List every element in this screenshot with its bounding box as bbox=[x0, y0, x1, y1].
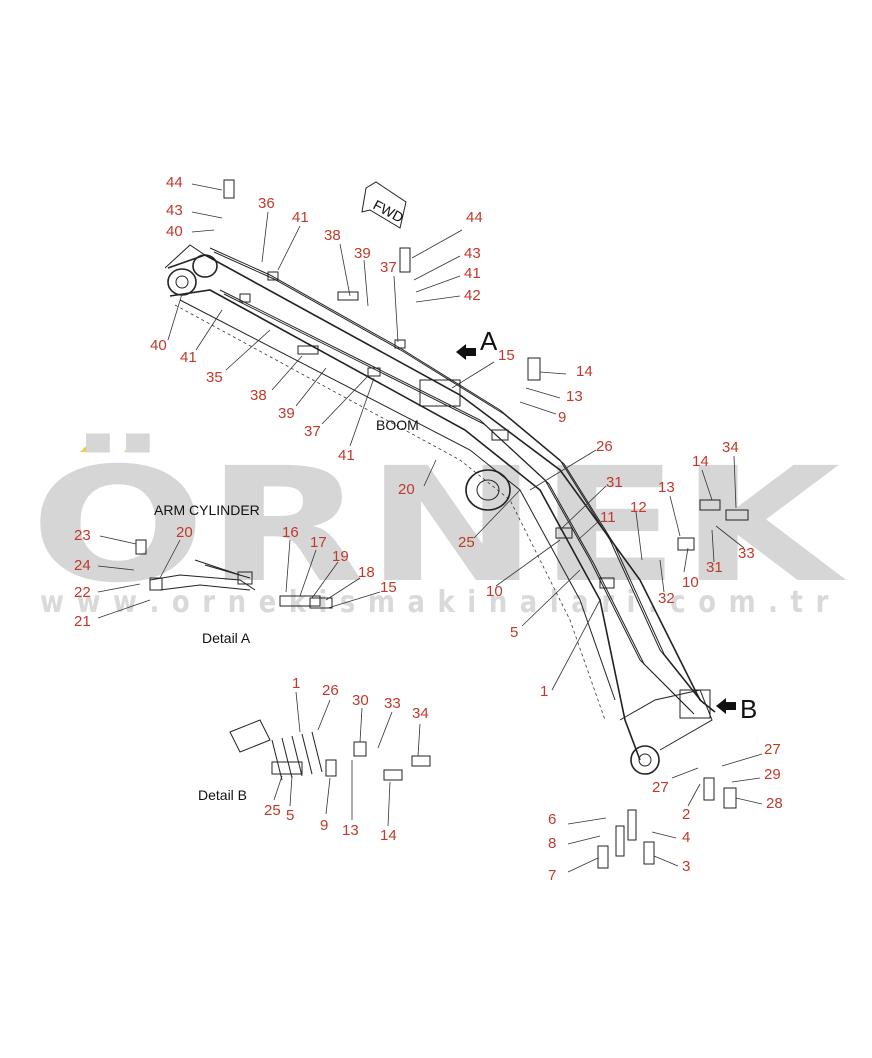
callout-41: 41 bbox=[292, 209, 309, 226]
callout-26: 26 bbox=[596, 438, 613, 455]
callout-44: 44 bbox=[166, 174, 183, 191]
callout-22: 22 bbox=[74, 584, 91, 601]
leader-lines bbox=[97, 183, 763, 873]
callout-19: 19 bbox=[332, 548, 349, 565]
callout-14: 14 bbox=[380, 827, 397, 844]
callout-40: 40 bbox=[150, 337, 167, 354]
watermark-brand: ÖRNEK bbox=[30, 432, 847, 618]
callout-27: 27 bbox=[652, 779, 669, 796]
callout-39: 39 bbox=[354, 245, 371, 262]
callout-21: 21 bbox=[74, 613, 91, 630]
callout-5: 5 bbox=[510, 624, 518, 641]
callout-8: 8 bbox=[548, 835, 556, 852]
callout-43: 43 bbox=[166, 202, 183, 219]
callout-16: 16 bbox=[282, 524, 299, 541]
callout-27: 27 bbox=[764, 741, 781, 758]
callout-24: 24 bbox=[74, 557, 91, 574]
callout-32: 32 bbox=[658, 590, 675, 607]
watermark-accent-right bbox=[124, 436, 148, 452]
callout-17: 17 bbox=[310, 534, 327, 551]
callout-38: 38 bbox=[250, 387, 267, 404]
callout-38: 38 bbox=[324, 227, 341, 244]
arm-cylinder-label: ARM CYLINDER bbox=[154, 502, 260, 518]
view-b-label: B bbox=[740, 694, 757, 724]
watermark-accent-left bbox=[80, 436, 104, 452]
detail-b-drawing bbox=[229, 719, 323, 781]
boom-label: BOOM bbox=[376, 417, 419, 433]
callout-37: 37 bbox=[304, 423, 321, 440]
callout-2: 2 bbox=[682, 806, 690, 823]
callout-14: 14 bbox=[576, 363, 593, 380]
callout-25: 25 bbox=[264, 802, 281, 819]
callout-20: 20 bbox=[398, 481, 415, 498]
callout-41: 41 bbox=[464, 265, 481, 282]
callout-5: 5 bbox=[286, 807, 294, 824]
callout-6: 6 bbox=[548, 811, 556, 828]
callout-34: 34 bbox=[412, 705, 429, 722]
view-arrow-b: B bbox=[716, 694, 757, 724]
hydraulic-pipes bbox=[209, 247, 711, 719]
callout-26: 26 bbox=[322, 682, 339, 699]
callout-7: 7 bbox=[548, 867, 556, 884]
callout-23: 23 bbox=[74, 527, 91, 544]
callout-44: 44 bbox=[466, 209, 483, 226]
detail-a-drawing bbox=[149, 559, 256, 591]
fwd-arrow: FWD bbox=[361, 181, 407, 229]
detail-b-label: Detail B bbox=[198, 787, 247, 803]
callout-41: 41 bbox=[338, 447, 355, 464]
callout-4: 4 bbox=[682, 829, 690, 846]
watermark: ÖRNEK w w w . o r n e k i s m a k i n a … bbox=[30, 432, 847, 620]
callout-18: 18 bbox=[358, 564, 375, 581]
callout-35: 35 bbox=[206, 369, 223, 386]
callout-1: 1 bbox=[292, 675, 300, 692]
callout-30: 30 bbox=[352, 692, 369, 709]
callout-29: 29 bbox=[764, 766, 781, 783]
callout-13: 13 bbox=[658, 479, 675, 496]
callout-37: 37 bbox=[380, 259, 397, 276]
callout-41: 41 bbox=[180, 349, 197, 366]
detail-a-label: Detail A bbox=[202, 630, 251, 646]
callout-20: 20 bbox=[176, 524, 193, 541]
callout-43: 43 bbox=[464, 245, 481, 262]
callout-10: 10 bbox=[682, 574, 699, 591]
callout-25: 25 bbox=[458, 534, 475, 551]
callout-31: 31 bbox=[706, 559, 723, 576]
callout-15: 15 bbox=[380, 579, 397, 596]
callout-31: 31 bbox=[606, 474, 623, 491]
callouts: 44 43 40 36 41 38 39 37 44 43 41 42 40 4… bbox=[74, 174, 783, 884]
view-a-label: A bbox=[480, 326, 498, 356]
callout-36: 36 bbox=[258, 195, 275, 212]
callout-13: 13 bbox=[566, 388, 583, 405]
callout-39: 39 bbox=[278, 405, 295, 422]
callout-34: 34 bbox=[722, 439, 739, 456]
callout-42: 42 bbox=[464, 287, 481, 304]
callout-10: 10 bbox=[486, 583, 503, 600]
callout-33: 33 bbox=[738, 545, 755, 562]
callout-9: 9 bbox=[558, 409, 566, 426]
callout-9: 9 bbox=[320, 817, 328, 834]
callout-3: 3 bbox=[682, 858, 690, 875]
callout-14: 14 bbox=[692, 453, 709, 470]
callout-28: 28 bbox=[766, 795, 783, 812]
callout-40: 40 bbox=[166, 223, 183, 240]
view-arrow-a: A bbox=[456, 326, 498, 360]
callout-13: 13 bbox=[342, 822, 359, 839]
callout-15: 15 bbox=[498, 347, 515, 364]
callout-12: 12 bbox=[630, 499, 647, 516]
callout-11: 11 bbox=[600, 509, 616, 526]
callout-33: 33 bbox=[384, 695, 401, 712]
watermark-url: w w w . o r n e k i s m a k i n a l a r … bbox=[40, 585, 830, 620]
callout-1: 1 bbox=[540, 683, 548, 700]
